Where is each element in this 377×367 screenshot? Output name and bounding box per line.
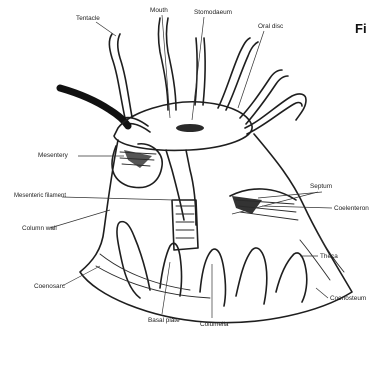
leader-column-wall [50, 210, 110, 228]
column-body [80, 134, 352, 323]
leader-coelenteron [262, 206, 332, 208]
oral-disc [114, 102, 252, 151]
leader-coenosteum [316, 288, 328, 298]
label-stomodaeum: Stomodaeum [194, 9, 232, 16]
diagram-labels: Tentacle Mouth Stomodaeum Oral disc Mese… [14, 7, 369, 328]
figure-caption: Fi [355, 21, 367, 36]
label-basal-plate: Basal plate [148, 317, 180, 324]
leader-tentacle [96, 22, 116, 36]
leader-mesenteric-filament [62, 197, 174, 200]
label-mesenteric-filament: Mesenteric filament [14, 193, 66, 199]
label-mesentery: Mesentery [38, 152, 69, 159]
label-coelenteron: Coelenteron [334, 205, 369, 212]
label-column-wall: Column wall [22, 225, 57, 232]
label-coenosteum: Coenosteum [330, 295, 366, 302]
tentacles [60, 18, 306, 134]
label-coenosarc: Coenosarc [34, 283, 66, 290]
label-tentacle: Tentacle [76, 15, 100, 22]
label-septum: Septum [310, 183, 332, 190]
label-mouth: Mouth [150, 7, 168, 14]
leader-stomodaeum [192, 17, 204, 120]
label-columella: Columella [200, 321, 229, 328]
label-oral-disc: Oral disc [258, 23, 284, 30]
label-theca: Theca [320, 253, 338, 260]
leader-coenosarc [62, 266, 100, 286]
